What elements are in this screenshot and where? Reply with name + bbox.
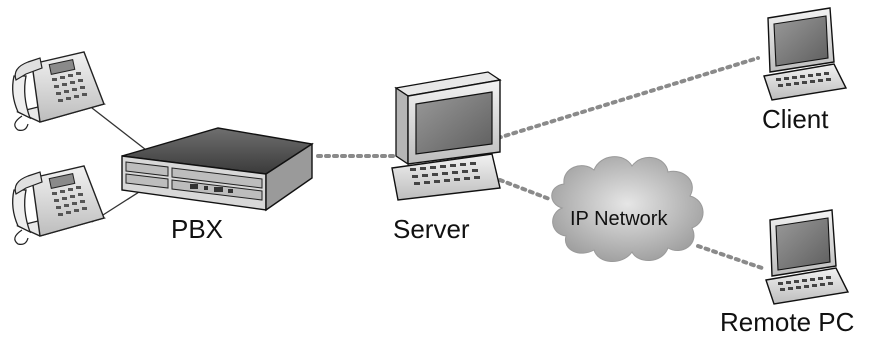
server-to-client-link (496, 56, 760, 140)
desktop-computer-icon (391, 71, 502, 201)
pbx-label: PBX (171, 214, 223, 244)
server-to-cloud-link (498, 178, 554, 202)
desk-phone-icon (12, 165, 107, 245)
laptop-icon (763, 7, 848, 101)
network-cloud-icon (551, 156, 704, 262)
client-label: Client (762, 104, 829, 134)
ip-network-label: IP Network (570, 208, 668, 230)
laptop-icon (765, 209, 850, 305)
pbx-unit-icon (121, 127, 314, 212)
server-label: Server (393, 214, 470, 244)
cloud-to-remote-pc-link (696, 244, 764, 270)
phone-top-to-pbx-line (91, 107, 151, 154)
desk-phone-icon (12, 51, 107, 131)
remote-pc-label: Remote PC (720, 307, 854, 337)
